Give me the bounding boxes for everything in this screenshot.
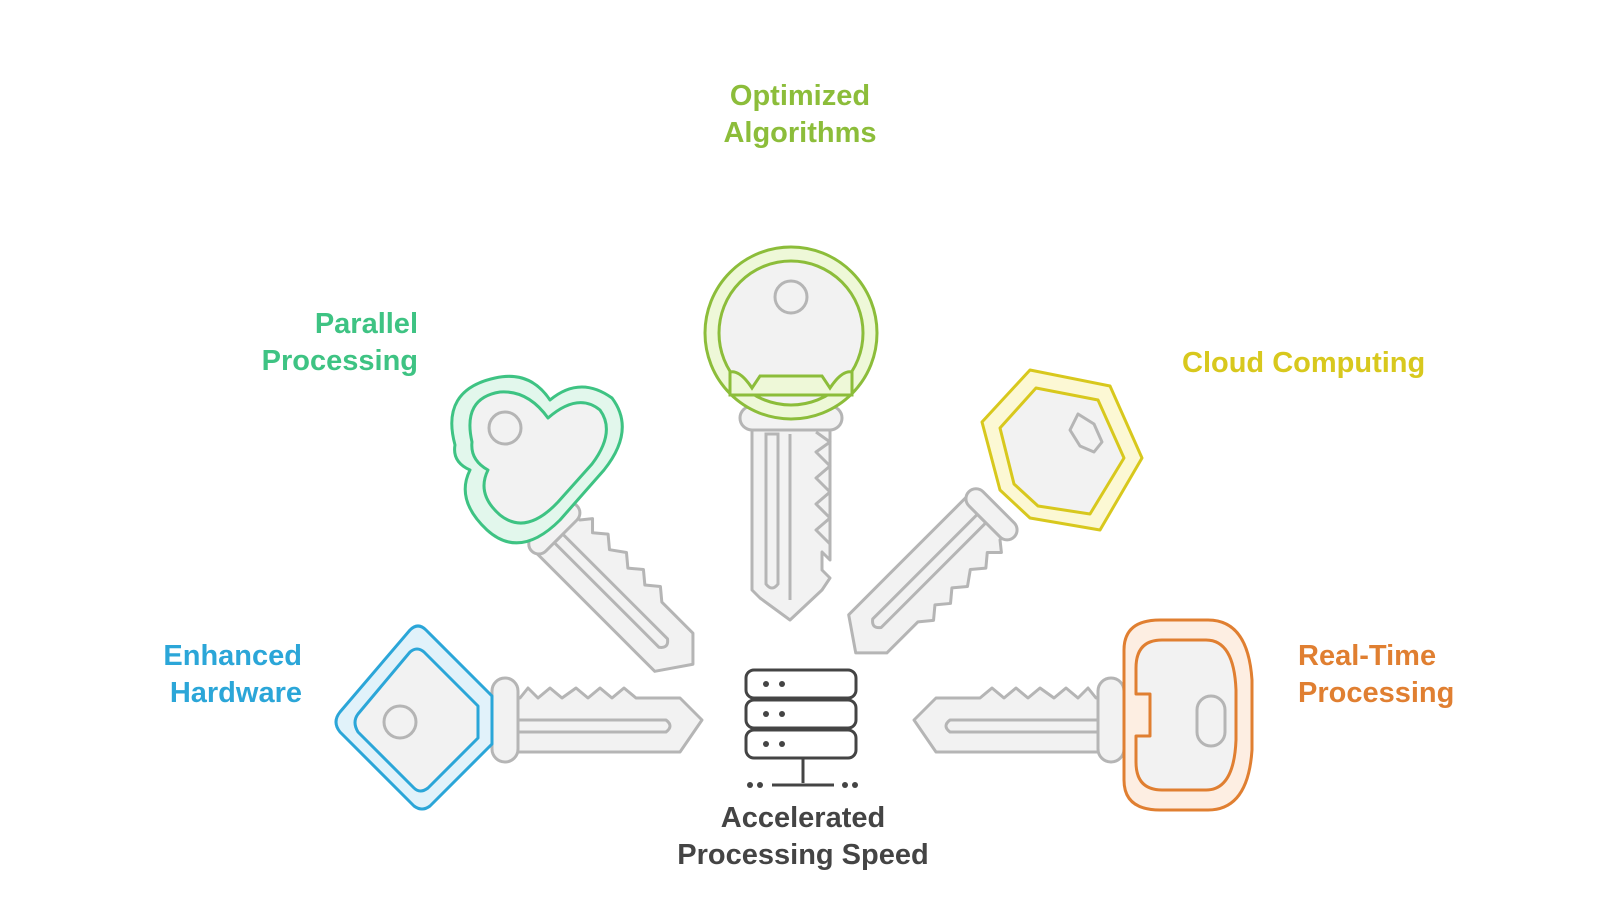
key-hole (1195, 694, 1227, 748)
key-hole (487, 410, 523, 446)
label-cloud-computing: Cloud Computing (1182, 345, 1425, 382)
cloud-computing-key (831, 487, 1019, 678)
label-line: Processing (1298, 677, 1455, 709)
cloud-computing-key-head (980, 368, 1144, 532)
label-line: Accelerated (720, 802, 886, 834)
label-optimized-algorithms: Optimized Algorithms (700, 78, 900, 152)
label-line: Optimized (729, 80, 871, 112)
label-line: Parallel (314, 308, 418, 340)
label-line: Enhanced (163, 640, 302, 672)
label-line: Cloud Computing (1182, 347, 1426, 379)
label-line: Hardware (169, 677, 302, 709)
server-stack-icon (744, 668, 858, 788)
real-time-processing-key (912, 676, 1126, 764)
enhanced-hardware-key-head (334, 624, 494, 811)
key-hole (382, 704, 418, 740)
label-line: Processing (261, 345, 418, 377)
label-line: Real-Time (1298, 640, 1437, 672)
label-enhanced-hardware: Enhanced Hardware (110, 638, 302, 712)
parallel-processing-key-head (450, 374, 624, 545)
key-hole (1068, 412, 1104, 454)
enhanced-hardware-key (490, 676, 704, 764)
optimized-algorithms-key (703, 245, 879, 622)
key-hole (773, 279, 809, 315)
label-accelerated-processing-speed: Accelerated Processing Speed (650, 800, 956, 874)
label-real-time-processing: Real-Time Processing (1298, 638, 1454, 712)
real-time-processing-key-head (1122, 618, 1254, 812)
label-line: Processing Speed (677, 839, 929, 871)
label-parallel-processing: Parallel Processing (220, 306, 418, 380)
label-line: Algorithms (723, 117, 877, 149)
